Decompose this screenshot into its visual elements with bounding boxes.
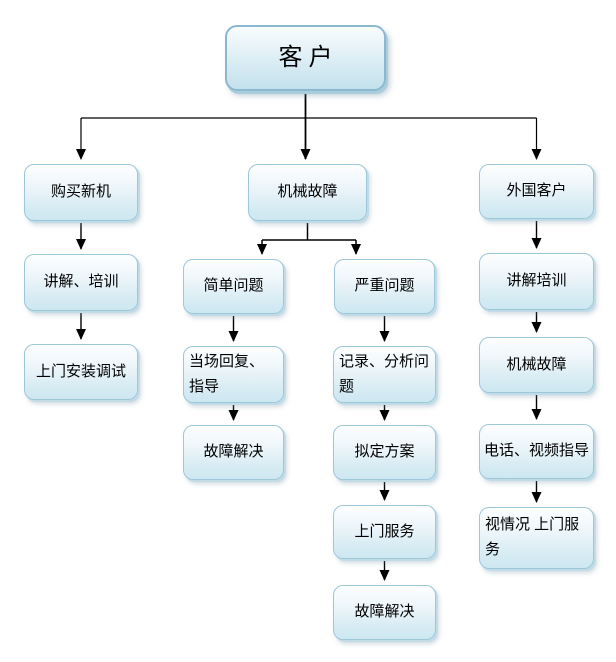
flow-node-mechanical-fault: 机械故障 [248,164,367,221]
flow-node-fault-solved-serious: 故障解决 [333,585,436,640]
flow-node-mechanical-fault-foreign: 机械故障 [479,337,594,393]
flow-node-onsite-service: 上门服务 [333,505,436,559]
flow-node-onsite-service-as-needed: 视情况 上门服务 [479,507,594,569]
flow-node-serious-problem: 严重问题 [334,259,435,314]
flow-node-onsite-install-debug: 上门安装调试 [24,344,138,400]
flow-node-phone-video-guide: 电话、视频指导 [479,424,594,479]
flow-node-draft-plan: 拟定方案 [333,425,436,480]
flow-node-foreign-customer: 外国客户 [479,164,594,219]
flow-node-onsite-reply-guide: 当场回复、指导 [183,346,284,403]
flow-node-explain-training: 讲解、培训 [24,254,138,311]
flow-node-simple-problem: 简单问题 [183,259,284,314]
flow-node-buy-new-machine: 购买新机 [24,164,138,221]
flow-node-customer: 客户 [225,25,386,91]
flow-node-explain-training-foreign: 讲解培训 [479,253,594,310]
flow-node-fault-solved-simple: 故障解决 [183,425,284,480]
flow-node-record-analyze-problem: 记录、分析问题 [333,346,436,403]
